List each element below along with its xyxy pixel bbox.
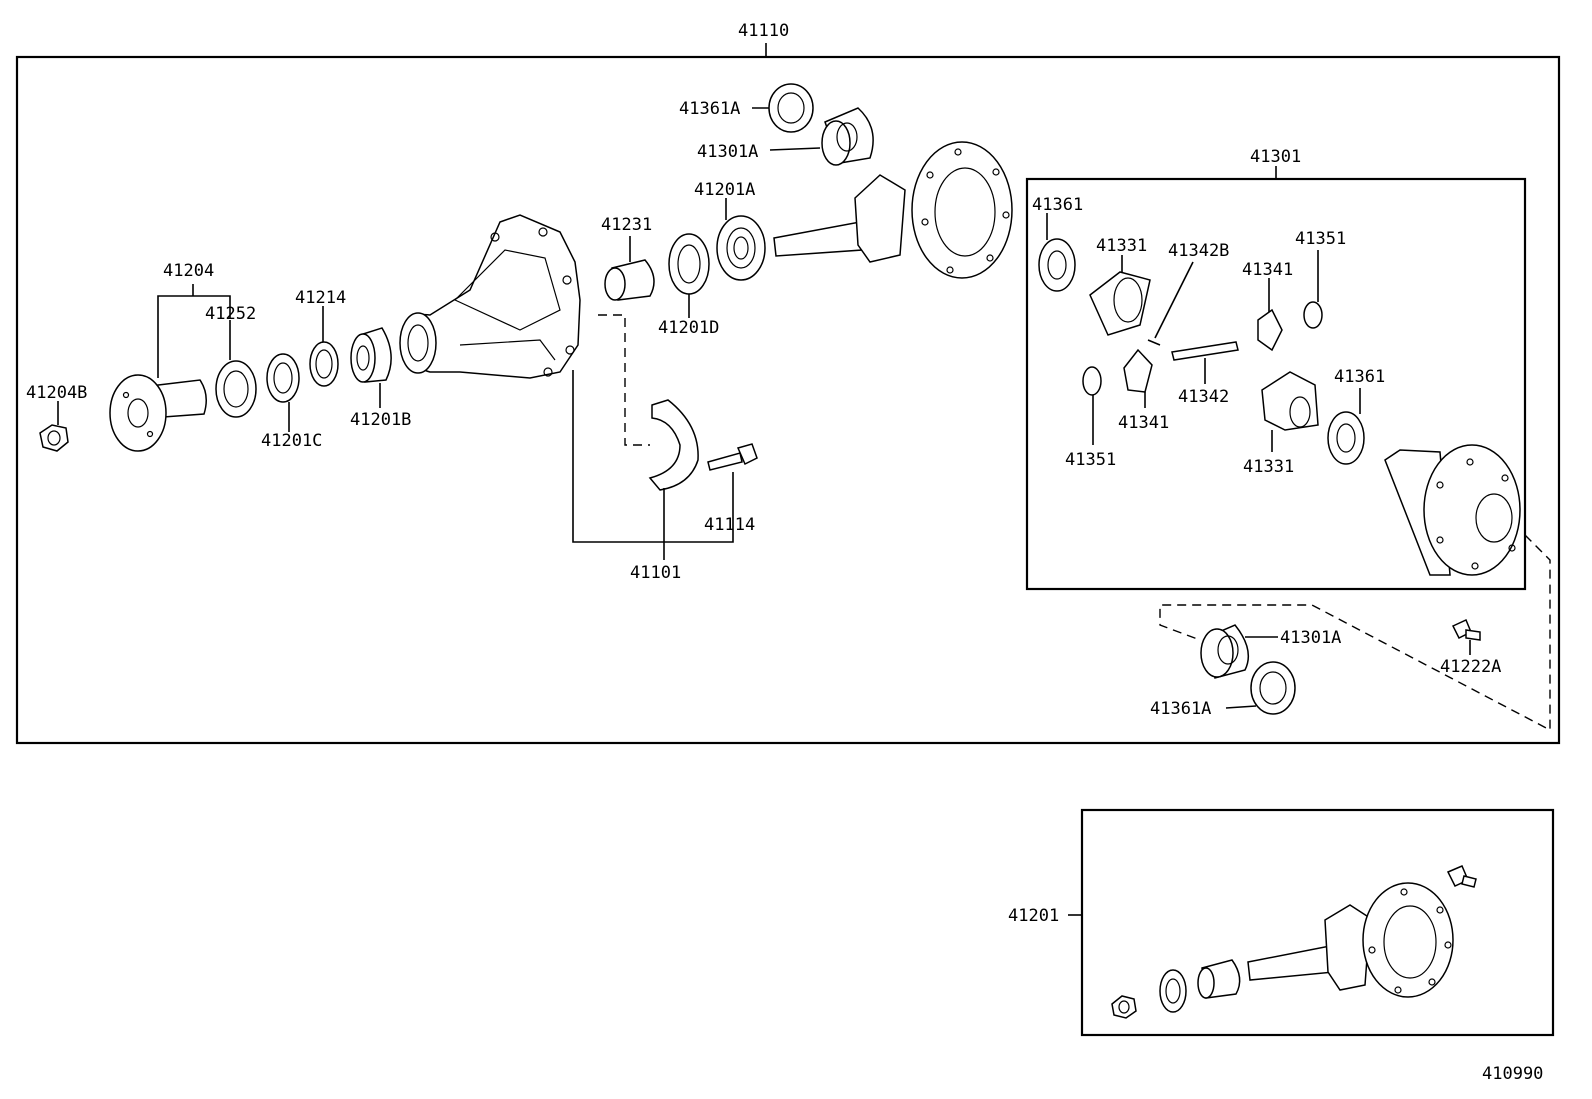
part-label-41301A-bottom: 41301A (1280, 628, 1341, 648)
bearing-41301A-top (821, 107, 874, 166)
spacer-41214 (309, 341, 339, 387)
part-label-41231: 41231 (601, 215, 652, 235)
part-label-41301: 41301 (1250, 147, 1301, 167)
washer-41201D (668, 233, 710, 295)
washer-41351-top (1303, 301, 1323, 329)
part-label-41331-b: 41331 (1243, 457, 1294, 477)
companion-flange-41204 (109, 374, 207, 452)
pinion-gear-41341-top (1257, 308, 1283, 352)
kit-bearing (1197, 959, 1241, 999)
assembly-frame-41110 (15, 55, 1561, 745)
part-label-41101: 41101 (630, 563, 681, 583)
part-label-41341-b: 41341 (1118, 413, 1169, 433)
kit-oil-seal (1159, 969, 1187, 1013)
pinion-shaft-41342 (1171, 341, 1239, 361)
part-label-41201A: 41201A (694, 180, 755, 200)
part-label-41341-a: 41341 (1242, 260, 1293, 280)
bearing-spacer-41231 (604, 259, 655, 301)
oil-deflector-41252 (215, 360, 257, 418)
side-gear-41331-bottom (1261, 371, 1319, 431)
part-label-41342B: 41342B (1168, 241, 1229, 261)
part-label-41361-b: 41361 (1334, 367, 1385, 387)
oil-seal-41361A-top (768, 83, 814, 133)
washer-41351-bottom (1082, 366, 1102, 396)
part-label-41351-b: 41351 (1065, 450, 1116, 470)
part-label-41331-a: 41331 (1096, 236, 1147, 256)
thrust-washer-41361-right (1327, 411, 1365, 465)
kit-bolt (1446, 865, 1477, 888)
drive-pinion-and-ring-gear (773, 141, 1013, 279)
part-label-41201D: 41201D (658, 318, 719, 338)
part-label-41114: 41114 (704, 515, 755, 535)
part-label-41301A-top: 41301A (697, 142, 758, 162)
pinion-gear-41341-bottom (1123, 348, 1153, 393)
part-label-41214: 41214 (295, 288, 346, 308)
part-label-41201B: 41201B (350, 410, 411, 430)
part-label-41201C: 41201C (261, 431, 322, 451)
part-label-41204B: 41204B (26, 383, 87, 403)
part-label-41110: 41110 (738, 21, 789, 41)
bearing-41301A-bottom (1200, 624, 1250, 679)
part-label-41351-a: 41351 (1295, 229, 1346, 249)
kit-ring-gear (1362, 882, 1454, 998)
bolt-41114 (707, 443, 758, 471)
part-label-41204: 41204 (163, 261, 214, 281)
bearing-41201A (716, 215, 766, 281)
part-label-41361A-bottom: 41361A (1150, 699, 1211, 719)
carrier-housing (399, 214, 581, 379)
oil-seal-41361A-bottom (1250, 661, 1296, 715)
part-label-41361-a: 41361 (1032, 195, 1083, 215)
thrust-washer-41361-left (1038, 238, 1076, 292)
kit-drive-pinion (1247, 904, 1371, 991)
subassembly-frame-41201 (1080, 808, 1555, 1037)
oil-seal-41201C (266, 353, 300, 403)
bolt-41222A (1451, 618, 1481, 641)
part-label-41361A-top: 41361A (679, 99, 740, 119)
part-label-41342: 41342 (1178, 387, 1229, 407)
part-label-41201: 41201 (1008, 906, 1059, 926)
kit-nut (1111, 995, 1137, 1019)
nut-41204B (39, 424, 69, 452)
bearing-cap-41101 (648, 399, 699, 491)
side-gear-41331-top (1089, 271, 1151, 336)
bearing-41201B (350, 327, 392, 383)
illustration-number: 410990 (1482, 1064, 1543, 1084)
part-label-41252: 41252 (205, 304, 256, 324)
differential-case (1384, 444, 1521, 576)
part-label-41222A: 41222A (1440, 657, 1501, 677)
